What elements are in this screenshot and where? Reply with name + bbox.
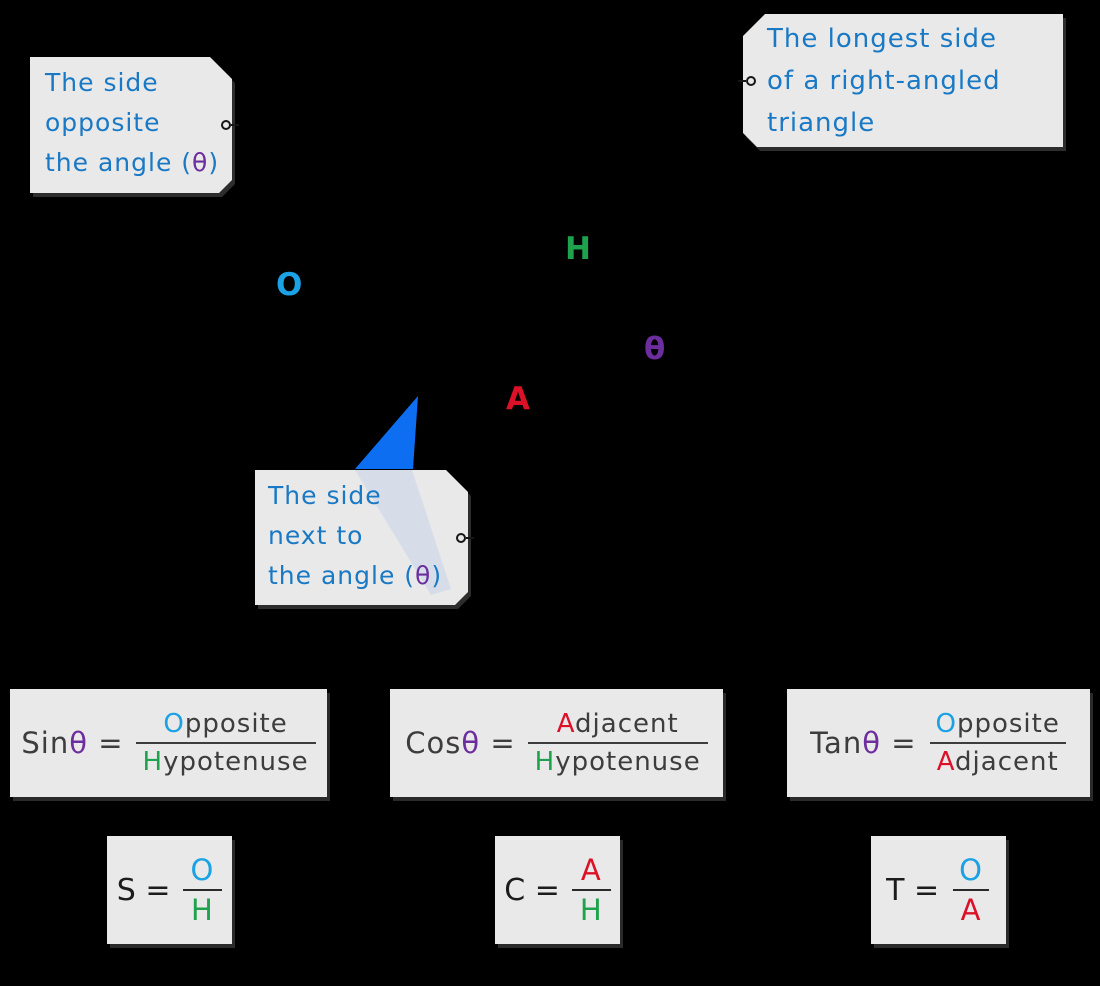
callout-hypotenuse: The longest side of a right-angled trian…: [743, 14, 1063, 147]
soh-abbreviation-box: S = O H: [107, 836, 232, 944]
callout-opposite-side: The side opposite the angle (θ): [30, 57, 232, 193]
callout-adjacent-side: The side next to the angle (θ): [255, 470, 468, 605]
fraction-numerator: Opposite: [163, 709, 288, 739]
tan-formula-box: Tanθ = Opposite Adjacent: [787, 689, 1090, 797]
formula-fraction: Opposite Hypotenuse: [135, 709, 316, 777]
callout-connector: [738, 76, 756, 86]
abbreviation-lhs: T =: [886, 872, 940, 908]
hypotenuse-side-label: H: [565, 231, 591, 267]
fraction-denominator: H: [571, 889, 611, 927]
fraction-numerator: O: [190, 853, 215, 887]
theta-symbol: θ: [415, 561, 432, 590]
callout-connector: [456, 533, 474, 543]
callout-text-line: The side: [268, 481, 382, 510]
fraction-numerator: A: [580, 853, 602, 887]
equals-sign: =: [490, 726, 516, 760]
callout-connector: [221, 120, 239, 130]
abbreviation-lhs: C =: [504, 872, 560, 908]
connector-line: [738, 80, 746, 82]
theta-symbol: θ: [192, 148, 209, 177]
formula-lhs: Tanθ =: [810, 726, 917, 760]
callout-text-line: the angle (θ): [45, 148, 220, 177]
fraction-denominator: A: [952, 889, 990, 927]
equals-sign: =: [98, 726, 124, 760]
fraction-denominator: H: [182, 889, 222, 927]
toa-abbreviation-box: T = O A: [871, 836, 1006, 944]
sin-formula-box: Sinθ = Opposite Hypotenuse: [10, 689, 327, 797]
callout-panel: The side next to the angle (θ): [255, 470, 468, 605]
theta-symbol: θ: [69, 726, 88, 760]
connector-dot-icon: [746, 76, 756, 86]
cah-abbreviation-box: C = A H: [495, 836, 620, 944]
fraction-numerator: Adjacent: [556, 709, 679, 739]
callout-text-line: next to: [268, 521, 364, 550]
connector-dot-icon: [456, 533, 466, 543]
callout-pointer-arrow-icon: [355, 396, 418, 469]
theta-symbol: θ: [461, 726, 481, 760]
connector-dot-icon: [221, 120, 231, 130]
formula-fraction: Opposite Adjacent: [929, 709, 1067, 777]
theta-symbol: θ: [862, 726, 881, 760]
fraction-numerator: Opposite: [935, 709, 1060, 739]
connector-line: [466, 537, 474, 539]
abbreviation-fraction: A H: [571, 853, 611, 927]
abbreviation-lhs: S =: [116, 872, 171, 908]
callout-text-line: of a right-angled: [767, 66, 1001, 96]
pointer-watermark-icon: [255, 470, 468, 605]
callout-text-line: opposite: [45, 108, 161, 137]
callout-panel: The longest side of a right-angled trian…: [743, 14, 1063, 147]
angle-theta-label: θ: [644, 331, 666, 367]
formula-lhs: Cosθ =: [405, 726, 516, 760]
equals-sign: =: [145, 872, 171, 908]
opposite-side-label: O: [276, 267, 303, 303]
callout-text-line: The longest side: [767, 24, 998, 54]
callout-text-line: triangle: [767, 108, 876, 138]
fraction-denominator: Hypotenuse: [135, 742, 316, 777]
fraction-denominator: Adjacent: [929, 742, 1066, 777]
cos-formula-box: Cosθ = Adjacent Hypotenuse: [390, 689, 723, 797]
adjacent-side-label: A: [506, 381, 530, 417]
abbreviation-fraction: O H: [182, 853, 222, 927]
fraction-numerator: O: [959, 853, 983, 887]
callout-text-line: the angle (θ): [268, 561, 443, 590]
abbreviation-fraction: O A: [951, 853, 991, 927]
equals-sign: =: [913, 872, 940, 908]
formula-lhs: Sinθ =: [21, 726, 124, 760]
equals-sign: =: [891, 726, 917, 760]
callout-panel: The side opposite the angle (θ): [30, 57, 232, 193]
equals-sign: =: [534, 872, 560, 908]
callout-text-line: The side: [45, 68, 159, 97]
formula-fraction: Adjacent Hypotenuse: [527, 709, 708, 777]
fraction-denominator: Hypotenuse: [527, 742, 708, 777]
connector-line: [231, 124, 239, 126]
